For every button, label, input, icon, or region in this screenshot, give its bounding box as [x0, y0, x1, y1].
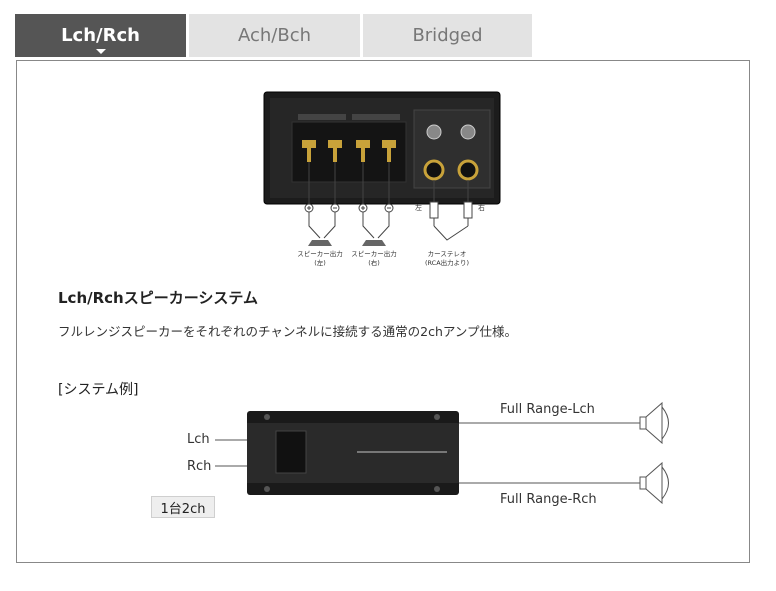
output-rch-label: Full Range-Rch [500, 492, 597, 507]
right-mark: 右 [478, 203, 485, 212]
speaker-right-sub: (右) [368, 258, 380, 267]
content-panel: 左 右 スピーカー出力 (左) スピーカー出力 (右) カーステレオ (RCA出… [16, 60, 750, 563]
speaker-left-label: スピーカー出力 [297, 249, 343, 258]
caret-down-icon [95, 49, 106, 54]
speaker-terminals [302, 140, 396, 162]
tab-ach-bch[interactable]: Ach/Bch [189, 14, 360, 57]
tab-lch-rch-label: Lch/Rch [61, 25, 140, 46]
amplifier-icon [247, 411, 459, 495]
tab-ach-bch-label: Ach/Bch [237, 25, 312, 46]
car-stereo-sub: (RCA出力より) [425, 258, 469, 267]
speaker-bottom-icon [639, 461, 669, 505]
car-stereo-label: カーステレオ [428, 250, 467, 258]
section-description: フルレンジスピーカーをそれぞれのチャンネルに接続する通常の2chアンプ仕様。 [58, 324, 517, 339]
speaker-icon [308, 240, 386, 246]
left-mark: 左 [415, 203, 422, 212]
tab-bridged[interactable]: Bridged [363, 14, 532, 57]
tab-lch-rch[interactable]: Lch/Rch [15, 14, 186, 57]
output-lch-label: Full Range-Lch [500, 402, 595, 417]
speaker-right-label: スピーカー出力 [351, 249, 397, 258]
tab-bar: Lch/Rch Ach/Bch Bridged [15, 14, 535, 57]
tab-bridged-label: Bridged [412, 25, 483, 46]
speaker-left-sub: (左) [314, 258, 326, 267]
input-rch-label: Rch [187, 459, 212, 474]
speaker-top-icon [639, 401, 669, 445]
amp-connection-diagram: 左 右 スピーカー出力 (左) スピーカー出力 (右) カーステレオ (RCA出… [263, 91, 501, 267]
system-diagram [215, 401, 669, 505]
section-title: Lch/Rchスピーカーシステム [58, 289, 258, 307]
system-example-label: [システム例] [58, 382, 139, 398]
config-badge: 1台2ch [151, 496, 215, 518]
input-lch-label: Lch [187, 432, 210, 447]
